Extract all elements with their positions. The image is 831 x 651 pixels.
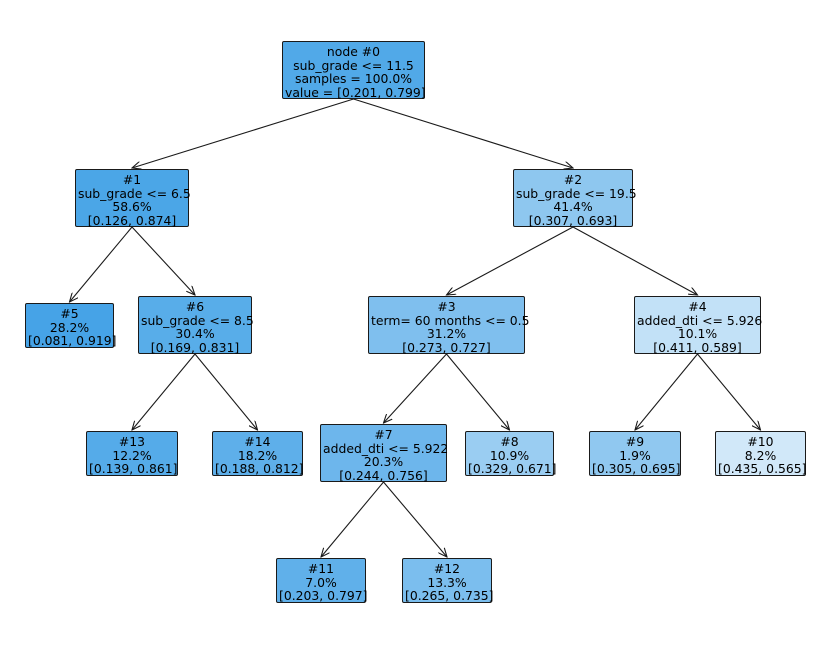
node-10-line-2: [0.435, 0.565]: [718, 461, 807, 477]
node-2-line-1: sub_grade <= 19.5: [516, 185, 637, 201]
edge-0-2: [353, 98, 574, 168]
node-5-line-2: [0.081, 0.919]: [28, 333, 117, 349]
edge-7-11: [321, 481, 384, 557]
node-5-line-0: #5: [60, 306, 79, 321]
node-2-line-2: 41.4%: [553, 199, 593, 215]
node-2-line-0: #2: [563, 172, 583, 187]
node-6-line-3: [0.169, 0.831]: [150, 339, 240, 355]
node-0-line-2: samples = 100.0%: [294, 71, 412, 87]
node-2-line-3: [0.307, 0.693]: [528, 212, 618, 228]
node-14-line-2: [0.188, 0.812]: [215, 461, 304, 477]
edge-7-12: [383, 481, 448, 557]
node-12-line-2: [0.265, 0.735]: [405, 588, 494, 604]
node-4-line-2: 10.1%: [677, 326, 718, 342]
node-12-line-0: #12: [433, 561, 461, 576]
node-14-line-0: #14: [244, 434, 271, 449]
node-1-line-2: 58.6%: [112, 199, 152, 215]
node-6-line-2: 30.4%: [175, 326, 215, 342]
edge-1-6: [131, 226, 195, 295]
node-7-line-0: #7: [374, 427, 393, 442]
node-3-line-2: 31.2%: [426, 326, 467, 342]
node-1-line-0: #1: [122, 172, 142, 187]
node-11-line-1: 7.0%: [305, 574, 337, 590]
edge-2-4: [572, 226, 698, 295]
node-8-line-1: 10.9%: [489, 447, 530, 463]
node-10-line-1: 8.2%: [744, 447, 777, 463]
node-13-line-0: #13: [118, 434, 146, 449]
node-9-line-0: #9: [625, 434, 645, 449]
node-0-line-3: value = [0.201, 0.799]: [285, 84, 426, 100]
node-4-line-0: #4: [688, 299, 707, 314]
edge-3-7: [384, 353, 447, 423]
node-10-line-0: #10: [747, 434, 774, 449]
edge-4-10: [697, 353, 761, 430]
node-11-line-0: #11: [307, 561, 335, 576]
edge-3-8: [446, 353, 510, 430]
node-11-line-2: [0.203, 0.797]: [279, 588, 368, 604]
edge-4-9: [635, 353, 698, 430]
node-4-line-3: [0.411, 0.589]: [653, 339, 742, 355]
node-8-line-2: [0.329, 0.671]: [468, 461, 557, 477]
node-0-line-0: node #0: [326, 44, 381, 59]
node-5-line-1: 28.2%: [49, 319, 90, 335]
node-12-line-1: 13.3%: [427, 574, 467, 590]
node-7-line-1: added_dti <= 5.922: [323, 440, 449, 456]
node-7-line-3: [0.244, 0.756]: [339, 467, 428, 483]
node-9-line-2: [0.305, 0.695]: [592, 461, 681, 477]
node-8-line-0: #8: [500, 434, 519, 449]
edge-2-3: [447, 226, 574, 295]
node-6-line-1: sub_grade <= 8.5: [141, 312, 254, 328]
node-0-line-1: sub_grade <= 11.5: [293, 57, 414, 73]
node-1-line-3: [0.126, 0.874]: [87, 212, 177, 228]
edge-6-13: [132, 353, 196, 430]
edge-1-5: [70, 226, 133, 302]
node-14-line-1: 18.2%: [237, 447, 278, 463]
node-9-line-1: 1.9%: [619, 447, 651, 463]
node-7-line-2: 20.3%: [363, 454, 404, 470]
node-6-line-0: #6: [185, 299, 205, 314]
node-3-line-0: #3: [437, 299, 456, 314]
edge-6-14: [194, 353, 258, 430]
node-13-line-2: [0.139, 0.861]: [89, 461, 178, 477]
node-3-line-3: [0.273, 0.727]: [402, 339, 491, 355]
edge-0-1: [132, 98, 354, 168]
node-13-line-1: 12.2%: [112, 447, 152, 463]
node-3-line-1: term= 60 months <= 0.5: [371, 312, 530, 328]
node-4-line-1: added_dti <= 5.926: [637, 312, 763, 328]
node-1-line-1: sub_grade <= 6.5: [78, 185, 191, 201]
